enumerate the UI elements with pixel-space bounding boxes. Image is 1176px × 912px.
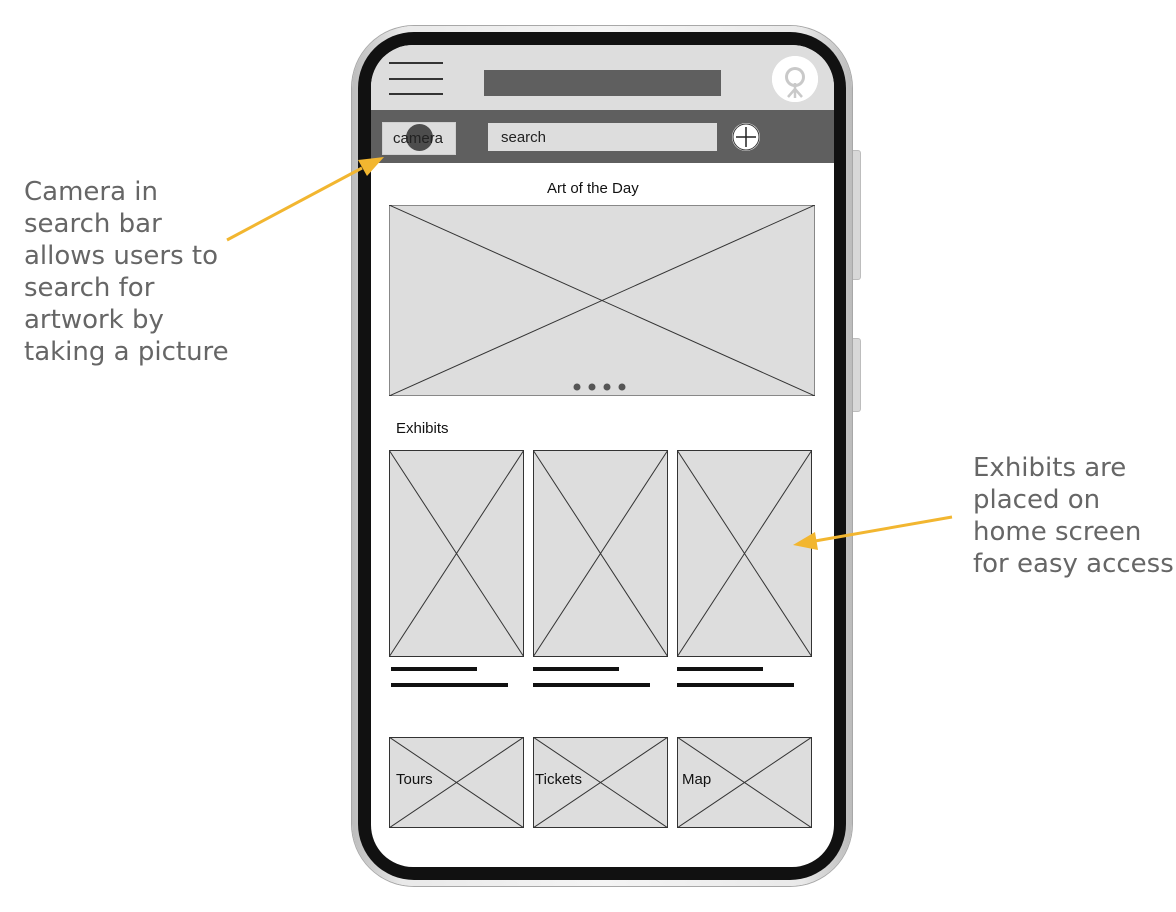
- exhibits-annotation-line: placed on: [973, 485, 1101, 515]
- plus-icon: [732, 123, 760, 151]
- camera-annotation-line: Camera in: [24, 177, 158, 207]
- map-label: Map: [682, 771, 712, 788]
- map-tile[interactable]: [677, 737, 812, 828]
- camera-icon[interactable]: [406, 124, 433, 151]
- camera-annotation-line: artwork by: [24, 305, 164, 335]
- exhibits-arrow: [793, 515, 953, 550]
- exhibits-annotation-line: for easy access: [973, 549, 1174, 579]
- exhibit-subtitle-placeholder: [391, 683, 508, 687]
- tours-tile[interactable]: [389, 737, 524, 828]
- exhibit-card-image[interactable]: [389, 450, 524, 657]
- camera-annotation-line: allows users to: [24, 241, 218, 271]
- exhibit-subtitle-placeholder: [533, 683, 650, 687]
- camera-annotation-line: search for: [24, 273, 155, 303]
- exhibit-card-image[interactable]: [677, 450, 812, 657]
- exhibit-title-placeholder: [533, 667, 619, 671]
- camera-annotation-line: taking a picture: [24, 337, 229, 367]
- exhibit-title-placeholder: [391, 667, 477, 671]
- carousel-indicator[interactable]: [572, 378, 632, 391]
- exhibit-subtitle-placeholder: [677, 683, 794, 687]
- app-title-placeholder: [484, 70, 721, 96]
- camera-button-label: camera: [393, 130, 444, 147]
- phone-screen: camera Art of the Day Exhibits: [371, 45, 834, 867]
- camera-annotation: Camera in search bar allows users to sea…: [24, 176, 254, 368]
- art-of-day-image[interactable]: [389, 205, 815, 396]
- tours-label: Tours: [396, 771, 433, 788]
- camera-arrow: [226, 157, 384, 242]
- search-input[interactable]: [488, 123, 717, 151]
- tickets-tile[interactable]: [533, 737, 668, 828]
- add-button[interactable]: [732, 123, 760, 151]
- exhibit-title-placeholder: [677, 667, 763, 671]
- exhibits-title: Exhibits: [396, 420, 449, 437]
- exhibits-annotation-line: Exhibits are: [973, 453, 1127, 483]
- exhibits-annotation-line: home screen: [973, 517, 1142, 547]
- profile-avatar-icon[interactable]: [772, 56, 818, 102]
- tickets-label: Tickets: [535, 771, 582, 788]
- menu-icon[interactable]: [389, 62, 443, 95]
- exhibits-annotation: Exhibits are placed on home screen for e…: [973, 452, 1174, 580]
- exhibit-card-image[interactable]: [533, 450, 668, 657]
- camera-annotation-line: search bar: [24, 209, 162, 239]
- art-of-day-title: Art of the Day: [547, 180, 639, 197]
